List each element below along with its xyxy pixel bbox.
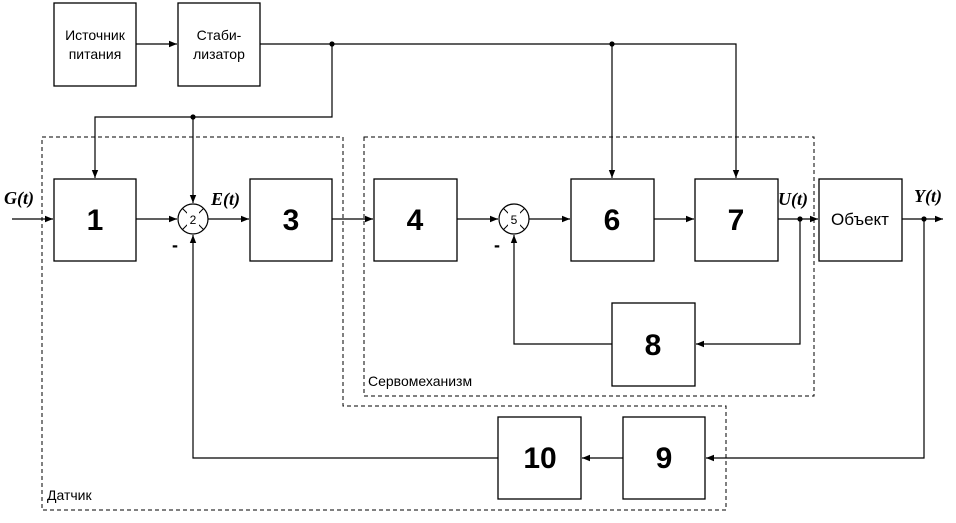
summing-junction-5: 5 xyxy=(498,203,530,235)
summing-junction-2-label: 2 xyxy=(190,213,197,227)
block-10 xyxy=(497,416,582,500)
summing-junction-2: 2 xyxy=(177,203,209,235)
signal-input-label: G(t) xyxy=(4,188,34,209)
block-8 xyxy=(611,302,696,387)
block-3-label: 3 xyxy=(283,204,300,237)
block-1 xyxy=(53,178,137,262)
signal-control-label: U(t) xyxy=(778,189,808,210)
stabilizer-label-line1: Стаби- xyxy=(197,27,242,43)
block-10-label: 10 xyxy=(523,442,556,475)
power-source-block xyxy=(53,2,137,87)
sensor-group-label: Датчик xyxy=(47,487,92,503)
servo-group-label: Сервомеханизм xyxy=(368,373,472,389)
minus-sign-junction-5: - xyxy=(494,235,500,255)
stabilizer-block xyxy=(177,2,261,87)
servo-group-boundary xyxy=(363,136,815,397)
block-8-label: 8 xyxy=(645,329,662,362)
block-1-label: 1 xyxy=(87,204,104,237)
object-label: Объект xyxy=(831,210,889,229)
summing-junction-5-label: 5 xyxy=(511,213,518,227)
signal-output-label: Y(t) xyxy=(914,186,942,207)
block-9-label: 9 xyxy=(656,442,673,475)
block-7 xyxy=(694,178,779,262)
block-3 xyxy=(249,178,333,262)
block-4 xyxy=(373,178,458,262)
sensor-group-boundary xyxy=(41,136,727,511)
minus-sign-junction-2: - xyxy=(172,235,178,255)
block-6 xyxy=(570,178,655,262)
connections xyxy=(12,40,943,462)
object-block xyxy=(818,178,903,262)
block-7-label: 7 xyxy=(728,204,745,237)
block-4-label: 4 xyxy=(407,204,424,237)
power-source-label-line1: Источник xyxy=(65,27,126,43)
block-9 xyxy=(622,416,706,500)
power-source-label-line2: питания xyxy=(69,46,122,62)
block-6-label: 6 xyxy=(604,204,621,237)
signal-error-label: E(t) xyxy=(210,189,240,210)
stabilizer-label-line2: лизатор xyxy=(193,46,245,62)
